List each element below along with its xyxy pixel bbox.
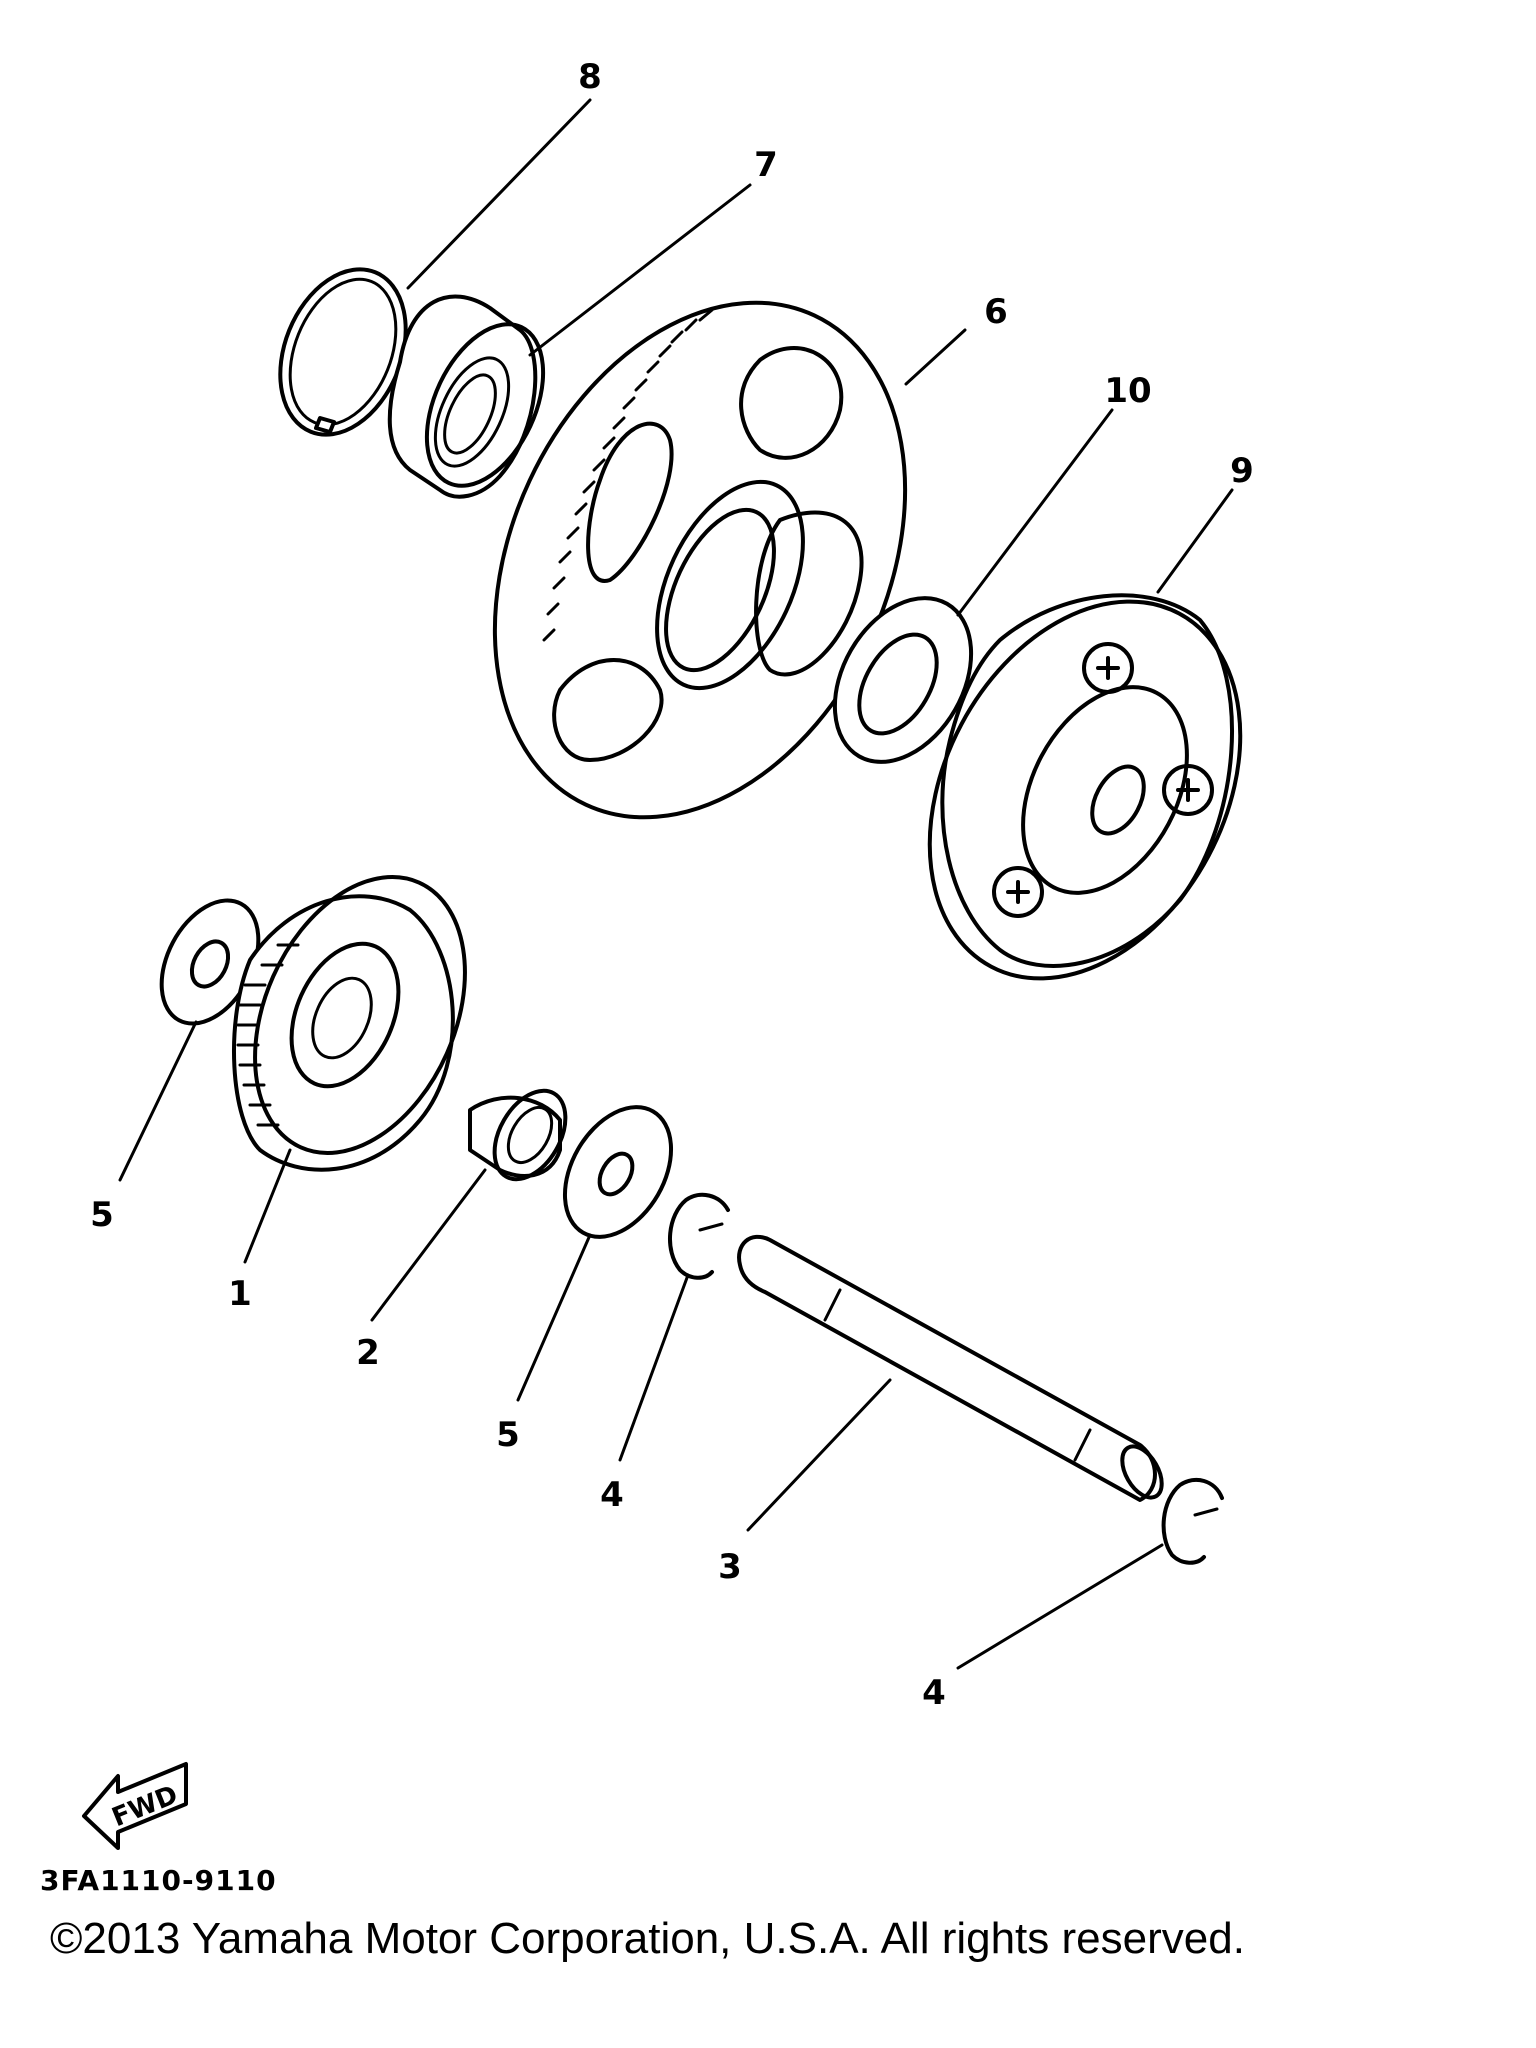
part-9-starter-clutch: [927, 593, 1243, 981]
callout-6: 6: [984, 292, 1008, 332]
part-4-eclip-upper: [668, 1192, 730, 1280]
forward-arrow-icon: FWD: [82, 1762, 188, 1850]
callout-9: 9: [1230, 451, 1254, 491]
copyright-notice: ©2013 Yamaha Motor Corporation, U.S.A. A…: [50, 1914, 1245, 1963]
callout-3: 3: [718, 1547, 742, 1587]
diagram-code: 3FA1110-9110: [40, 1864, 277, 1897]
part-6-starter-wheel-gear: [492, 300, 908, 820]
part-10-washer: [832, 596, 974, 764]
callout-4-upper: 4: [600, 1475, 624, 1515]
part-2-needle-bearing: [468, 1088, 568, 1182]
callout-10: 10: [1104, 371, 1151, 411]
callout-1: 1: [228, 1274, 252, 1314]
part-5-washer-lower: [562, 1105, 674, 1239]
part-7-bearing: [387, 294, 546, 499]
callout-5-upper: 5: [90, 1195, 114, 1235]
part-3-shaft: [737, 1234, 1164, 1502]
part-4-eclip-lower: [1161, 1477, 1224, 1565]
callout-4-lower: 4: [922, 1673, 946, 1713]
part-1-idle-gear: [232, 875, 467, 1172]
callout-7: 7: [754, 145, 778, 185]
leader-lines: [118, 98, 1234, 1670]
callout-2: 2: [356, 1333, 380, 1373]
callout-8: 8: [578, 57, 602, 97]
callout-5-lower: 5: [496, 1415, 520, 1455]
